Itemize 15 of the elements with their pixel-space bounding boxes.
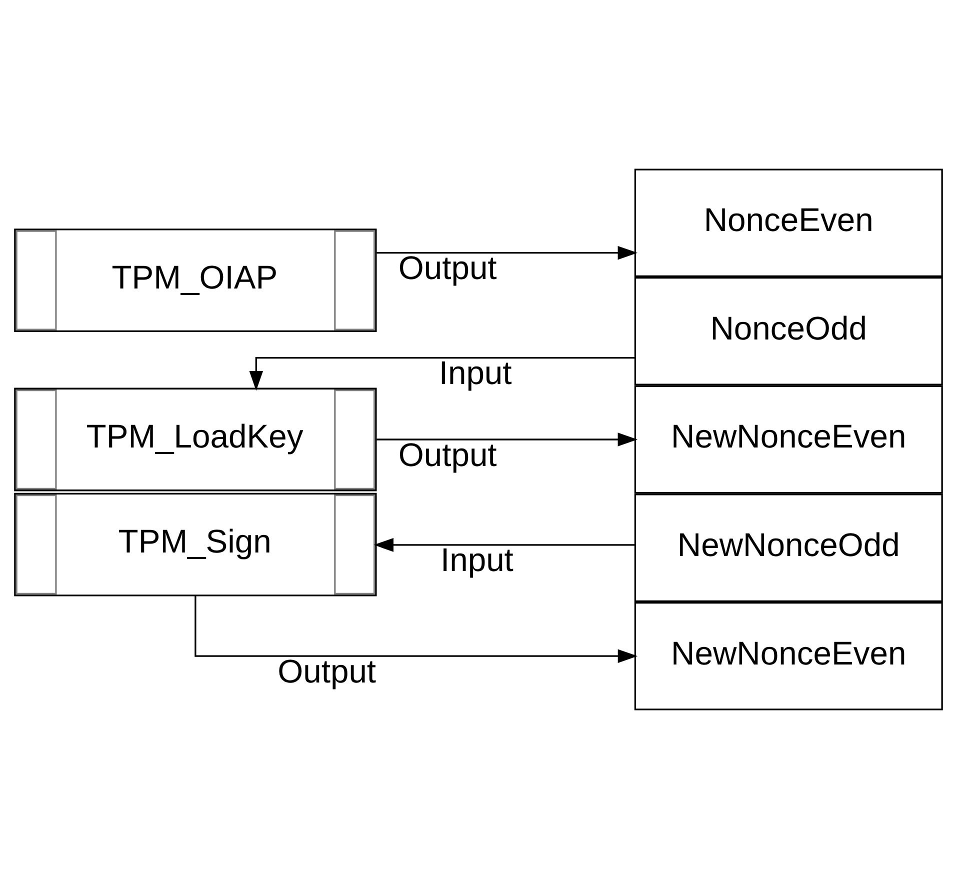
edge-label: Input (438, 354, 512, 391)
node-box: NonceEven (634, 168, 943, 277)
arrow (249, 356, 635, 390)
edge-label: Output (398, 248, 497, 286)
arrow (374, 538, 636, 552)
node-box: NewNonceEven (634, 601, 943, 710)
edge-label: Input (440, 540, 514, 578)
arrow (376, 245, 638, 260)
node-box: NonceOdd (634, 276, 943, 385)
edge-label: Output (398, 435, 497, 472)
edge-label: Output (278, 652, 376, 689)
arrow (194, 595, 638, 662)
node-box: NewNonceOdd (634, 493, 943, 602)
node-box: NewNonceEven (634, 384, 943, 494)
arrow (376, 432, 638, 446)
